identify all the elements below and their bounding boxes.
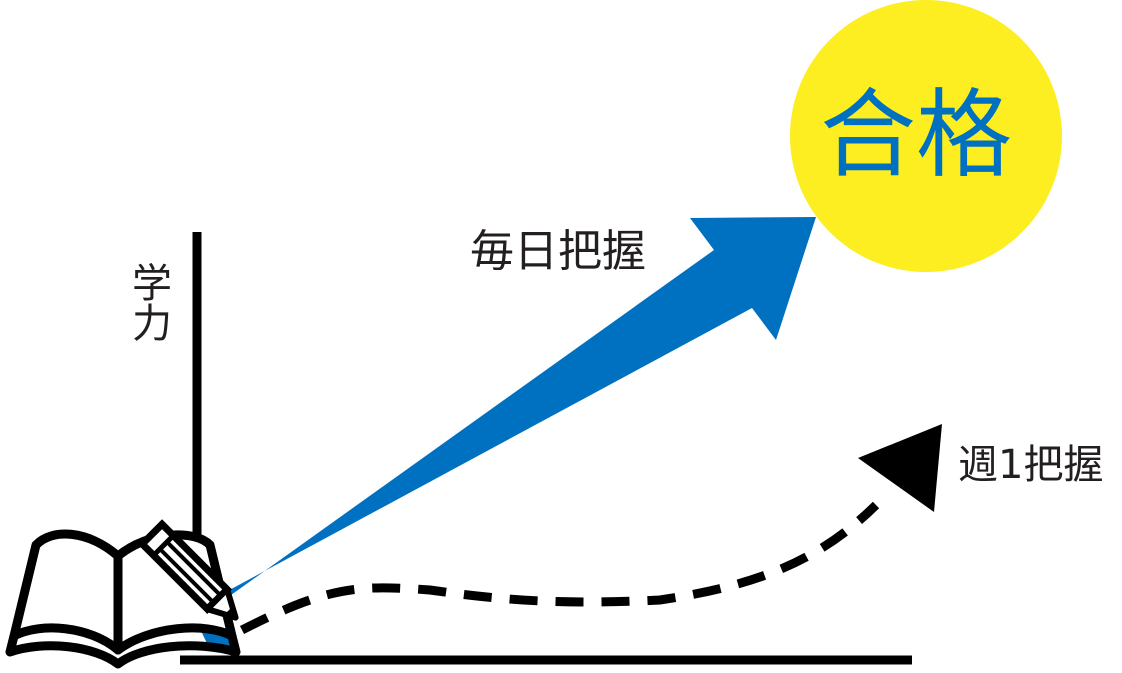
daily-arrow — [196, 217, 816, 656]
daily-label: 毎日把握 — [470, 226, 646, 277]
weekly-label: 週1把握 — [958, 442, 1103, 488]
goal-circle — [790, 0, 1062, 272]
weekly-dashed-curve — [239, 501, 880, 635]
y-axis-label: 学力 — [125, 262, 171, 342]
weekly-arrow-head — [858, 424, 942, 512]
pencil-icon — [137, 519, 239, 621]
goal-label: 合格 — [820, 79, 1012, 191]
